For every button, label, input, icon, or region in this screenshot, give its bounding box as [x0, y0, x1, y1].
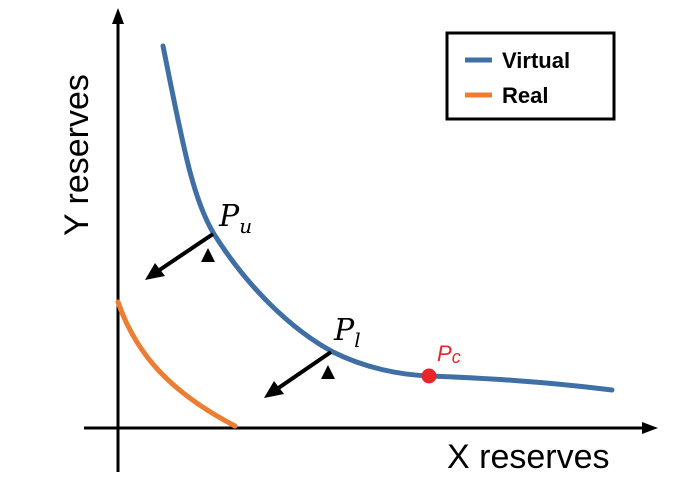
point-center-label: Pc [437, 341, 461, 367]
point-lower-label: Pl [333, 313, 361, 352]
legend-box [445, 31, 616, 121]
legend-virtual-label: Virtual [502, 48, 570, 73]
pl-marker-triangle [321, 365, 335, 379]
virtual-curve [160, 43, 615, 393]
y-axis-title: Y reserves [58, 74, 96, 236]
y-axis-arrowhead [112, 8, 124, 24]
pu-marker-triangle [201, 248, 215, 262]
x-axis-arrowhead [642, 422, 658, 434]
pl-arrowhead [264, 381, 284, 398]
real-curve [115, 299, 238, 429]
pc-point [421, 368, 437, 384]
point-upper-label: Pu [218, 199, 252, 238]
pl-gradient-arrow [275, 350, 333, 391]
legend: Virtual Real [445, 31, 616, 121]
pu-gradient-arrow [156, 232, 215, 273]
pu-arrowhead [145, 263, 165, 280]
x-axis-title: X reserves [447, 438, 610, 476]
legend-real-label: Real [502, 83, 548, 108]
